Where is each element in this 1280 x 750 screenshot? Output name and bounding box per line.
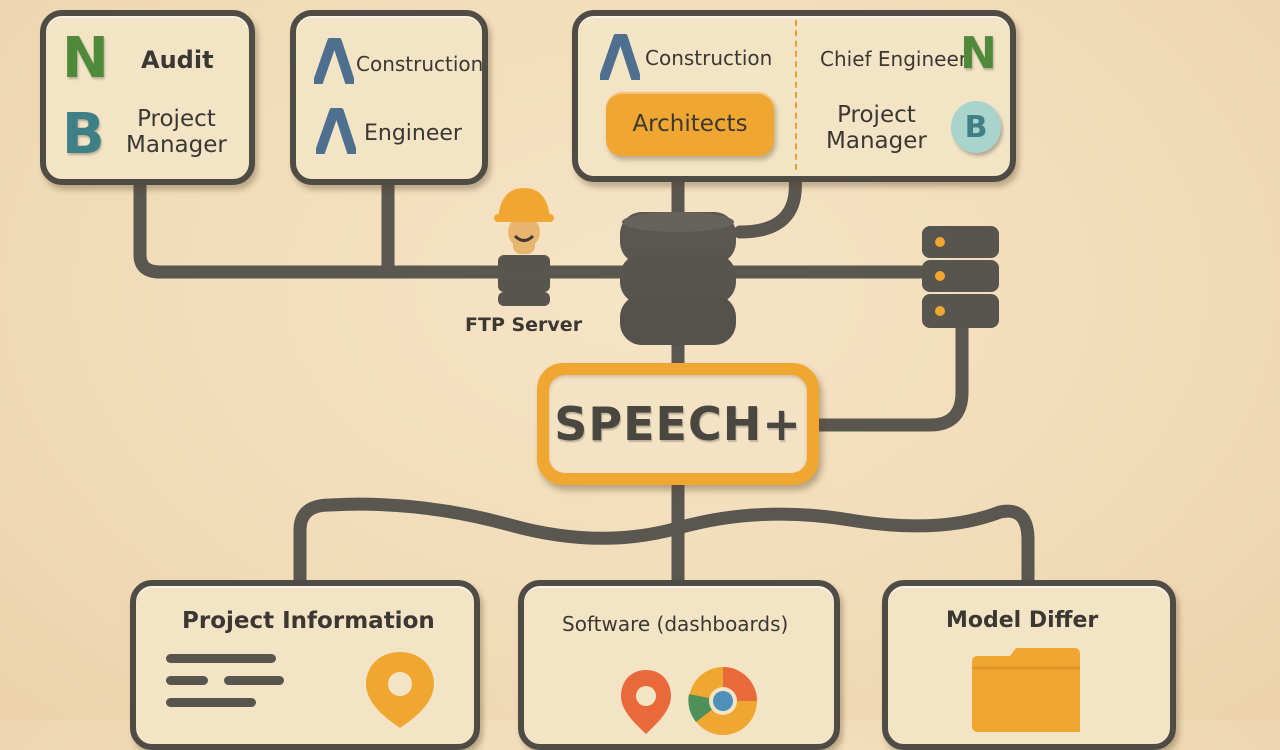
project-information-title: Project Information xyxy=(182,608,435,634)
card-divider xyxy=(795,20,797,170)
speech-plus-hub: SPEECH+ xyxy=(537,363,819,485)
model-differ-title: Model Differ xyxy=(946,608,1098,633)
software-dashboards-card: Software (dashboards) xyxy=(518,580,840,750)
folder-icon xyxy=(966,642,1086,732)
speech-plus-label: SPEECH+ xyxy=(554,397,802,451)
blue-a-figure-icon xyxy=(314,38,354,84)
chief-engineer-label: Chief Engineer xyxy=(820,47,967,71)
map-pin-icon xyxy=(616,666,676,736)
top-left-role-card: N Audit B Project Manager xyxy=(40,10,255,185)
ftp-server-label: FTP Server xyxy=(465,314,582,336)
construction-label: Construction xyxy=(356,52,483,76)
green-n-badge-icon: N xyxy=(62,26,109,91)
ftp-server-icon xyxy=(494,188,554,306)
architects-pill: Architects xyxy=(606,92,774,156)
project-manager-label: Project Manager xyxy=(826,102,927,154)
b-letter: B xyxy=(965,110,988,145)
green-n-badge-icon: N xyxy=(960,28,997,79)
construction-label: Construction xyxy=(645,46,772,70)
audit-label: Audit xyxy=(141,46,214,74)
blue-a-figure-icon xyxy=(600,34,640,80)
central-database-icon xyxy=(620,212,736,345)
software-dashboards-title: Software (dashboards) xyxy=(562,612,788,636)
engineer-label: Engineer xyxy=(364,121,462,146)
top-middle-role-card: Construction Engineer xyxy=(290,10,488,185)
server-rack-icon xyxy=(922,226,999,328)
blue-a-figure-icon xyxy=(316,108,356,154)
teal-b-badge-icon: B xyxy=(62,102,105,167)
speech-plus-inner: SPEECH+ xyxy=(549,375,807,473)
architects-label: Architects xyxy=(632,111,747,137)
browser-logo-icon xyxy=(686,664,760,738)
location-pin-icon xyxy=(360,648,440,728)
project-manager-label: Project Manager xyxy=(126,106,227,158)
model-differ-card: Model Differ xyxy=(882,580,1176,750)
light-b-badge-icon: B xyxy=(951,101,1001,153)
project-information-card: Project Information xyxy=(130,580,480,750)
